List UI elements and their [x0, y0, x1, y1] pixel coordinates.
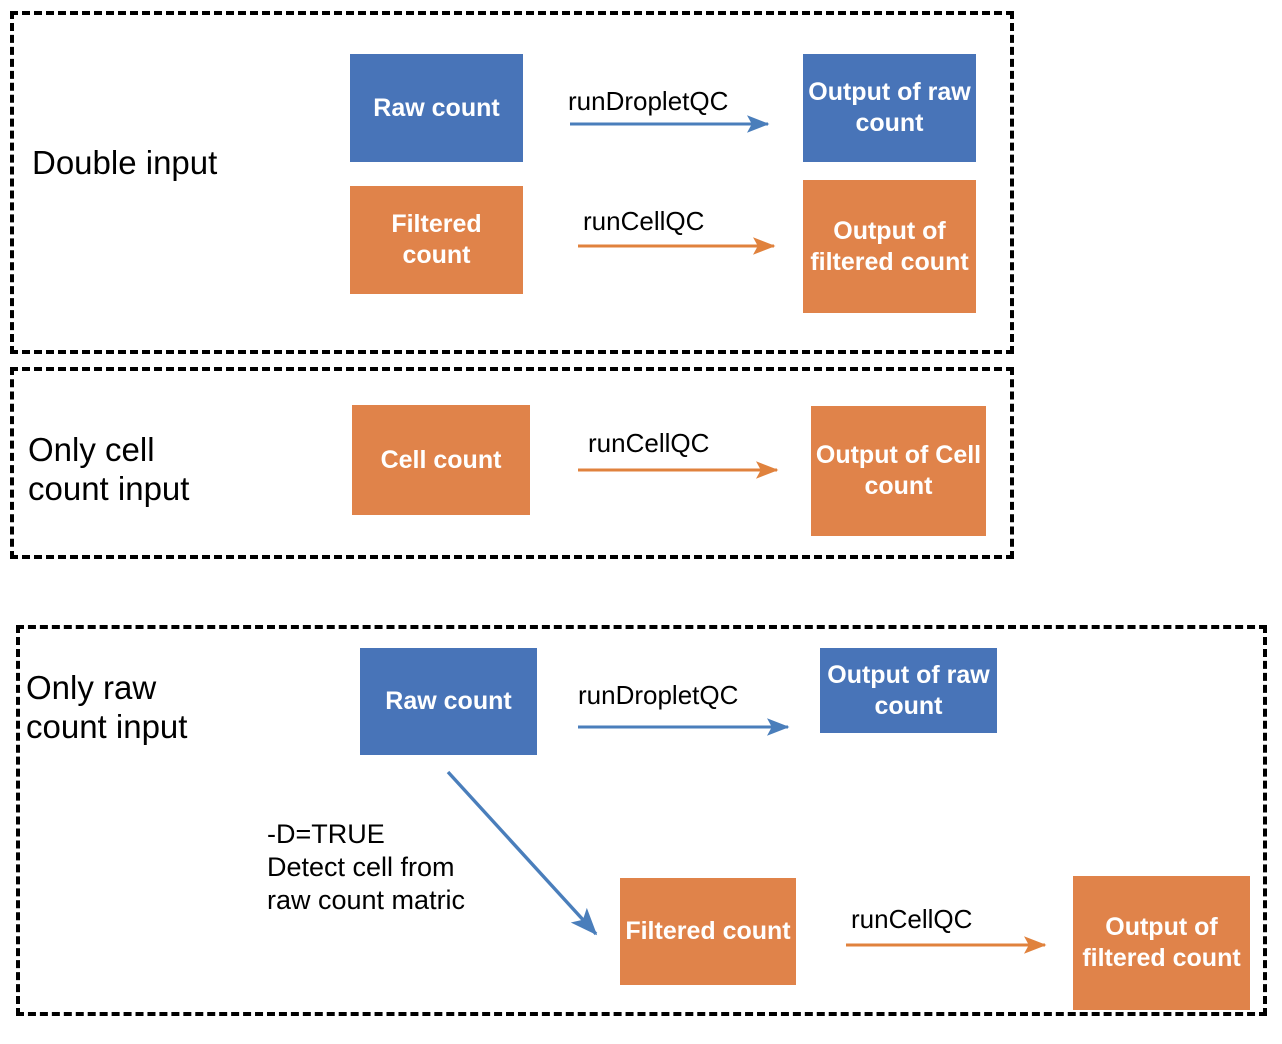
node-label: Output of raw count [827, 660, 990, 720]
node-output-of-filtered-count-double-input[interactable]: Output of filtered count [803, 180, 976, 313]
edge-label-run-droplet-qc-2: runDropletQC [578, 680, 739, 710]
node-label: Output of raw count [808, 78, 971, 137]
node-output-of-cell-count[interactable]: Output of Cell count [811, 406, 986, 536]
node-raw-count-only-raw[interactable]: Raw count [360, 648, 537, 755]
edge-label-run-droplet-qc-1: runDropletQC [568, 86, 729, 116]
node-label: Cell count [380, 445, 502, 474]
node-label: Output of Cell count [815, 441, 982, 500]
node-label: Filtered count [625, 917, 791, 945]
node-output-of-raw-count-only-raw[interactable]: Output of raw count [820, 648, 997, 733]
node-label: Output of filtered count [1082, 913, 1241, 972]
panel-only-raw-count-input-label: Only raw count input [26, 669, 188, 745]
edge-label-run-cell-qc-1: runCellQC [583, 206, 705, 236]
panel-only-raw-count-input [16, 625, 1267, 1016]
node-label: Raw count [385, 687, 512, 715]
edge-label-run-cell-qc-2: runCellQC [588, 428, 710, 458]
panel-double-input [10, 11, 1014, 354]
node-label: Filtered count [391, 210, 482, 269]
panel-double-input-label: Double input [32, 144, 218, 181]
node-cell-count[interactable]: Cell count [352, 405, 530, 515]
edge-label-run-cell-qc-3: runCellQC [851, 904, 973, 934]
node-output-of-raw-count-double-input[interactable]: Output of raw count [803, 54, 976, 162]
node-raw-count-double-input[interactable]: Raw count [350, 54, 523, 162]
node-filtered-count-only-raw[interactable]: Filtered count [620, 878, 796, 985]
node-filtered-count-double-input[interactable]: Filtered count [350, 186, 523, 294]
node-label: Raw count [373, 93, 500, 122]
node-output-of-filtered-count-only-raw[interactable]: Output of filtered count [1073, 876, 1250, 1010]
node-label: Output of filtered count [810, 216, 969, 276]
edge-label-detect-cell-note: -D=TRUE Detect cell from raw count matri… [267, 819, 466, 915]
panel-only-cell-count-input [10, 367, 1014, 559]
panel-only-cell-count-input-label: Only cell count input [28, 431, 190, 507]
